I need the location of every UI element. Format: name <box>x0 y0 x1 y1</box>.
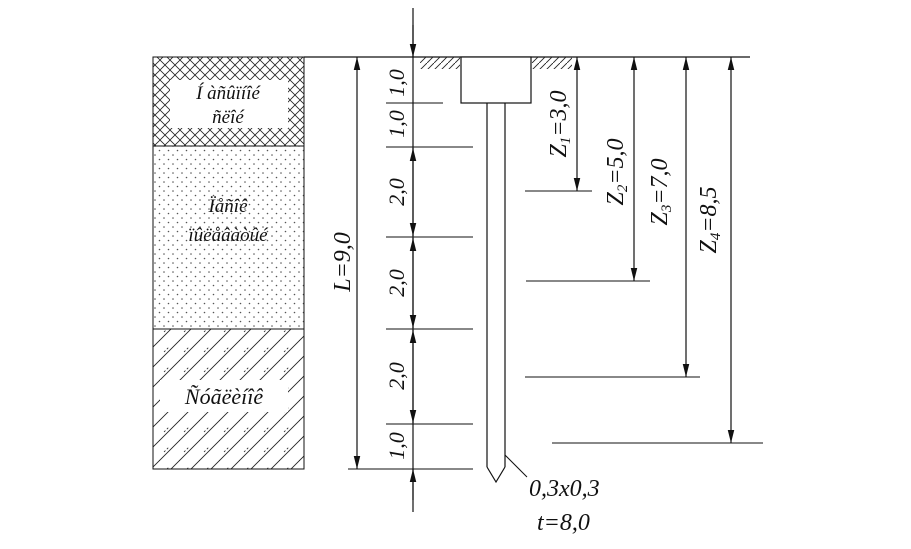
depth-dimensions: Z1=3,0 Z2=5,0 Z3=7,0 Z4=8,5 <box>525 57 763 444</box>
depth-label-4: Z4=8,5 <box>696 186 724 253</box>
pile-tip <box>486 466 506 484</box>
segment-label-5: 2,0 <box>384 362 409 390</box>
segment-label-6: 1,0 <box>384 432 409 460</box>
pile <box>460 56 532 484</box>
total-length-label: L=9,0 <box>330 232 356 293</box>
soil-label-3: Ñóãëèíîê <box>184 384 263 409</box>
pile-section-label: 0,3x0,3 <box>529 476 600 502</box>
segment-label-3: 2,0 <box>384 178 409 206</box>
total-length-dimension: L=9,0 <box>330 57 361 469</box>
soil-layer-sand <box>152 145 305 330</box>
segment-label-4: 2,0 <box>384 269 409 297</box>
depth-label-3: Z3=7,0 <box>647 158 675 225</box>
depth-label-2: Z2=5,0 <box>603 138 631 205</box>
soil-label-1a: Í àñûïíîé <box>195 82 261 104</box>
pile-length-label: t=8,0 <box>537 510 590 536</box>
soil-label-1b: ñëîé <box>212 107 245 128</box>
segment-label-2: 1,0 <box>384 110 409 138</box>
pile-leader <box>504 454 528 478</box>
soil-label-2b: ïûëåâàòûé <box>188 225 269 246</box>
segment-label-1: 1,0 <box>384 69 409 97</box>
soil-label-bg <box>160 380 288 412</box>
soil-label-2a: Ïåñîê <box>207 196 248 217</box>
pile-cap <box>460 56 532 104</box>
soil-column: Í àñûïíîé ñëîé Ïåñîê ïûëåâàòûé Ñóãëèíîê <box>152 56 305 470</box>
depth-label-1: Z1=3,0 <box>546 90 574 157</box>
segment-dimensions: 1,0 1,0 2,0 2,0 2,0 1,0 <box>348 8 473 512</box>
soil-label-bg <box>170 80 288 128</box>
